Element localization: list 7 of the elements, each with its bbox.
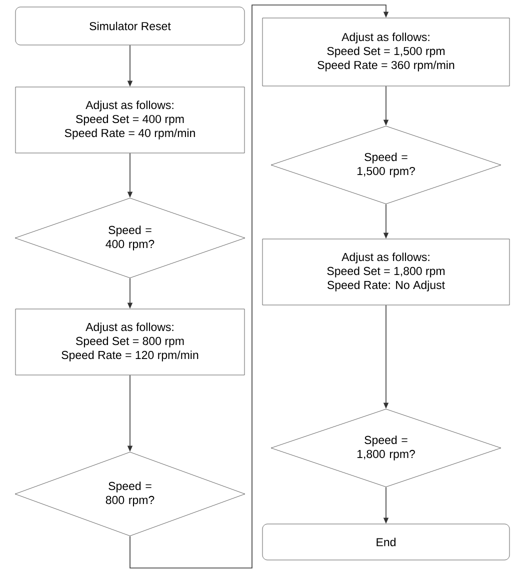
terminal-box: Simulator Reset [15,6,245,46]
arrow [130,4,389,568]
process-box: Adjust as follows: Speed Set = 800 rpm Speed Rate = 120 rpm/min [15,308,245,376]
terminal-box: End [262,524,510,560]
process-box: Adjust as follows: Speed Set = 1,500 rpm Speed Rate = 360 rpm/min [262,18,510,86]
process-box: Adjust as follows: Speed Set = 1,800 rpm Speed Rate: No Adjust [262,238,510,306]
process-box: Adjust as follows: Speed Set = 400 rpm Speed Rate = 40 rpm/min [15,86,245,154]
